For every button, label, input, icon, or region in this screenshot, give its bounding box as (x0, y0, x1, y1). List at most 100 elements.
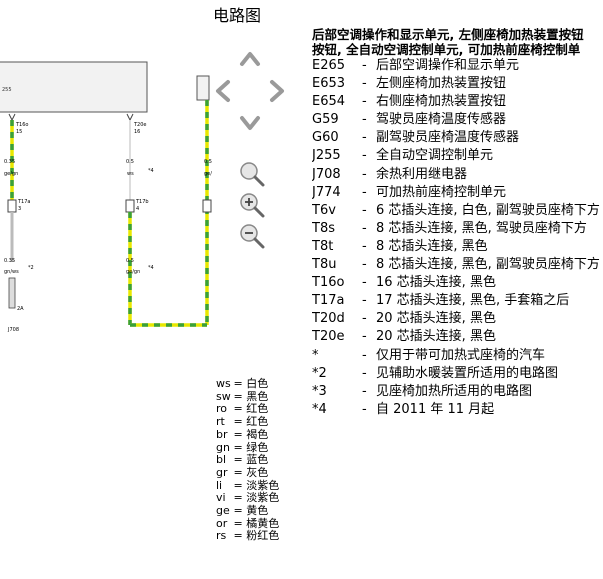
wire-color-name: 淡紫色 (246, 478, 280, 492)
wire-color-code: gr (216, 465, 228, 479)
component-desc: 8 芯插头连接, 黑色 (376, 238, 488, 254)
component-desc: 右侧座椅加热装置按钮 (376, 94, 507, 110)
component-code: *4 (312, 401, 327, 417)
legend-header-line-2: 按钮, 全自动空调控制单元, 可加热前座椅控制单 (312, 42, 581, 57)
component-code: G60 (312, 130, 339, 146)
component-code: T8s (312, 220, 335, 236)
zoom-out-icon[interactable] (238, 222, 266, 250)
component-row: G60 -副驾驶员座椅温度传感器 (312, 129, 603, 147)
zoom-in-icon[interactable] (238, 191, 266, 219)
wire-color-eq: = (233, 415, 243, 429)
wire-color-eq: = (233, 491, 243, 505)
component-desc: 见座椅加热所适用的电路图 (376, 383, 533, 399)
wire-mid-size: 0.5 (126, 159, 134, 165)
component-dash: - (362, 148, 367, 164)
component-code: E653 (312, 76, 346, 92)
t16o-label: T16o (15, 122, 28, 128)
wire-color-code: bl (216, 453, 227, 467)
connector-t17b (125, 199, 135, 213)
component-dash: - (362, 238, 367, 254)
component-code: J708 (312, 166, 341, 182)
component-desc: 8 芯插头连接, 黑色, 副驾驶员座椅下方 (376, 257, 600, 273)
wire-color-eq: = (233, 402, 243, 416)
wire-mid-lower-color: ge/gn (126, 269, 140, 275)
fuse-label: 2A (17, 306, 24, 312)
component-desc: 20 芯插头连接, 黑色 (376, 311, 496, 327)
component-row: J774-可加热前座椅控制单元 (312, 184, 603, 202)
chevron-left-icon[interactable] (216, 80, 230, 102)
component-row: *2-见辅助水暖装置所适用的电路图 (312, 365, 603, 383)
t20e-label: T20e (133, 122, 147, 128)
wire-color-eq: = (233, 427, 243, 441)
wire-color-name: 红色 (246, 415, 269, 429)
component-code: E265 (312, 58, 346, 73)
wire-color-name: 褐色 (246, 427, 269, 441)
wire-color-name: 红色 (246, 402, 269, 416)
component-code: T20e (312, 329, 345, 345)
wire-color-code: ge (216, 504, 230, 518)
component-code: *2 (312, 365, 327, 381)
component-desc: 8 芯插头连接, 黑色, 驾驶员座椅下方 (376, 220, 587, 236)
component-dash: - (362, 293, 367, 309)
component-code: *3 (312, 383, 327, 399)
wire-color-name: 绿色 (246, 440, 269, 454)
component-row: E653-左侧座椅加热装置按钮 (312, 75, 603, 93)
t16o-pin: 15 (16, 129, 22, 135)
component-row: T16o-16 芯插头连接, 黑色 (312, 274, 603, 292)
component-dash: - (362, 365, 367, 381)
component-row: T17a-17 芯插头连接, 黑色, 手套箱之后 (312, 292, 603, 310)
component-code: T8u (312, 257, 337, 273)
j708-label: J708 (7, 327, 19, 333)
t17a-label: T17a (17, 199, 30, 205)
component-desc: 仅用于带可加热式座椅的汽车 (376, 347, 546, 363)
component-code: G59 (312, 112, 339, 128)
wire-color-eq: = (233, 389, 243, 403)
component-code: T17a (312, 293, 345, 309)
component-dash: - (362, 130, 367, 146)
wire-color-row: ws = 白色 (216, 377, 279, 391)
wire-color-eq: = (233, 529, 243, 543)
wire-color-row: vi = 淡紫色 (216, 491, 279, 505)
chevron-down-icon[interactable] (240, 116, 260, 130)
component-desc: 自 2011 年 11 月起 (376, 401, 495, 417)
component-row: *3-见座椅加热所适用的电路图 (312, 383, 603, 401)
star-mid-upper: *4 (148, 168, 154, 174)
wire-color-eq: = (233, 516, 243, 530)
chevron-up-icon[interactable] (240, 52, 260, 66)
zoom-fit-icon[interactable] (238, 160, 266, 188)
component-code: T6v (312, 202, 336, 218)
component-desc: 副驾驶员座椅温度传感器 (376, 130, 520, 146)
component-row: T20e-20 芯插头连接, 黑色 (312, 328, 603, 346)
wire-color-code: vi (216, 491, 226, 505)
wire-left-lower-color: gn/ws (4, 269, 19, 275)
wire-left-size: 0.35 (4, 159, 15, 165)
component-dash: - (362, 347, 367, 363)
t17b-label: T17b (135, 199, 149, 205)
component-legend: 后部空调操作和显示单元, 左侧座椅加热装置按钮 按钮, 全自动空调控制单元, 可… (312, 27, 603, 419)
wire-color-row: rs = 粉红色 (216, 530, 279, 543)
nav-pad (216, 52, 284, 130)
component-row: E265 -后部空调操作和显示单元 (312, 57, 603, 75)
t17b-pin: 4 (136, 206, 139, 212)
component-dash: - (362, 401, 367, 417)
wire-color-eq: = (233, 465, 243, 479)
chevron-right-icon[interactable] (270, 80, 284, 102)
wire-color-name: 灰色 (246, 465, 269, 479)
component-desc: 左侧座椅加热装置按钮 (376, 76, 507, 92)
component-dash: - (362, 275, 367, 291)
component-dash: - (362, 220, 367, 236)
component-desc: 16 芯插头连接, 黑色 (376, 275, 496, 291)
wire-color-name: 白色 (246, 377, 269, 390)
wire-left-color: ge/gn (4, 171, 18, 177)
component-dash: - (362, 166, 367, 182)
component-row: T8u-8 芯插头连接, 黑色, 副驾驶员座椅下方 (312, 256, 603, 274)
wire-right-size: 0.5 (204, 159, 212, 165)
wire-color-row: ro = 红色 (216, 403, 279, 416)
component-row: J255-全自动空调控制单元 (312, 147, 603, 165)
wire-mid-lower-size: 0.5 (126, 258, 134, 264)
wire-color-row: sw = 黑色 (216, 389, 279, 404)
component-dash: - (362, 58, 367, 73)
component-desc: 后部空调操作和显示单元 (376, 58, 520, 73)
component-dash: - (362, 76, 367, 92)
component-desc: 20 芯插头连接, 黑色 (376, 329, 496, 345)
